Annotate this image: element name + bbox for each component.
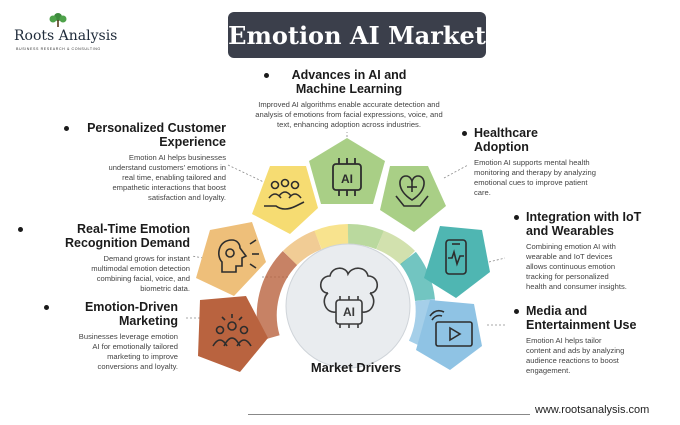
body-line: analysis of emotions from facial express… [255, 110, 443, 119]
pentagon-personalized [252, 166, 318, 234]
video-play-icon [429, 309, 473, 347]
title-line-2: Recognition Demand [64, 236, 190, 250]
brand-name: Roots Analysis [14, 28, 118, 44]
title-line-1: Advances in AI and [291, 68, 407, 82]
phone-heartbeat-icon [445, 239, 467, 275]
driver-body: Combining emotion AI with wearable and I… [514, 242, 674, 292]
ai-chip-text: AI [341, 172, 353, 186]
body-line: Improved AI algorithms enable accurate d… [258, 100, 440, 109]
body-line: satisfaction and loyalty. [148, 193, 226, 202]
driver-body: Emotion AI supports mental health monito… [462, 158, 642, 198]
title-line-2: and Wearables [526, 224, 615, 238]
body-line: AI for emotionally tailored [92, 342, 178, 351]
audience-group-icon [212, 314, 252, 347]
pentagon-media [416, 300, 482, 370]
title-line-1: Emotion-Driven [84, 300, 178, 314]
body-line: audience reactions to boost [526, 356, 619, 365]
center-label: Market Drivers [310, 360, 402, 375]
bullet-dot [64, 126, 69, 131]
bullet-dot [514, 309, 519, 314]
body-line: marketing to improve [107, 352, 178, 361]
body-line: allows continuous emotion [526, 262, 616, 271]
body-line: text, enhancing adoption across industri… [277, 120, 421, 129]
driver-personalized: Personalized Customer Experience Emotion… [50, 121, 226, 203]
bullet-dot [264, 73, 269, 78]
title-line-1: Real-Time Emotion [77, 222, 190, 236]
brand-tagline: BUSINESS RESEARCH & CONSULTING [16, 47, 101, 51]
brain-ai-icon [319, 267, 379, 328]
title-line-2: Machine Learning [295, 82, 403, 96]
body-line: health and consumer insights. [526, 282, 627, 291]
body-line: content and ads by analyzing [526, 346, 625, 355]
body-line: empathetic interactions that boost [112, 183, 226, 192]
body-line: monitoring and therapy by analyzing [474, 168, 596, 177]
center-ai-text: AI [343, 305, 355, 319]
pentagon-marketing [198, 296, 268, 372]
pentagon-iot [424, 226, 490, 298]
title-line-2: Adoption [474, 140, 529, 154]
title-line-2: Marketing [118, 314, 178, 328]
driver-title: Personalized Customer Experience [50, 121, 226, 149]
driver-title: Real-Time Emotion Recognition Demand [14, 222, 190, 250]
bullet-dot [18, 227, 23, 232]
bullet-dot [44, 305, 49, 310]
customer-care-hands-icon [264, 178, 305, 210]
driver-title: Emotion-Driven Marketing [30, 300, 178, 328]
bullet-dot [514, 215, 519, 220]
body-line: multimodal emotion detection [91, 264, 190, 273]
body-line: engagement. [526, 366, 571, 375]
driver-iot: Integration with IoT and Wearables Combi… [514, 210, 674, 292]
body-line: conversions and loyalty. [97, 362, 178, 371]
bullet-dot [462, 131, 467, 136]
driver-realtime: Real-Time Emotion Recognition Demand Dem… [14, 222, 190, 294]
heart-hands-icon [395, 175, 429, 207]
driver-body: Demand grows for instant multimodal emot… [14, 254, 190, 294]
body-line: Demand grows for instant [103, 254, 190, 263]
driver-healthcare: Healthcare Adoption Emotion AI supports … [462, 126, 642, 198]
body-line: understand customers' emotions in [108, 163, 226, 172]
body-line: Businesses leverage emotion [78, 332, 178, 341]
driver-marketing: Emotion-Driven Marketing Businesses leve… [30, 300, 178, 372]
ai-chip-icon [332, 158, 362, 196]
footer-divider [248, 414, 530, 415]
body-line: wearable and IoT devices [526, 252, 613, 261]
pentagon-healthcare [380, 166, 446, 232]
pentagon-ai: AI [309, 138, 385, 204]
body-line: real time, enabling tailored and [122, 173, 226, 182]
title-banner: Emotion AI Market [228, 12, 486, 58]
body-line: tracking for personalized [526, 272, 609, 281]
body-line: emotional cues to improve patient [474, 178, 588, 187]
title-line-1: Healthcare [474, 126, 538, 140]
title-line-1: Integration with IoT [526, 210, 642, 224]
title-line-1: Media and [526, 304, 588, 318]
body-line: Emotion AI helps tailor [526, 336, 602, 345]
driver-title: Advances in AI and Machine Learning [230, 68, 468, 96]
title-line-2: Experience [159, 135, 226, 149]
driver-body: Businesses leverage emotion AI for emoti… [30, 332, 178, 372]
driver-title: Healthcare Adoption [462, 126, 642, 154]
footer-url[interactable]: www.rootsanalysis.com [535, 404, 650, 416]
title-line-1: Personalized Customer [87, 121, 226, 135]
body-line: Combining emotion AI with [526, 242, 616, 251]
head-gears-icon [218, 239, 259, 273]
body-line: biometric data. [140, 284, 190, 293]
driver-body: Improved AI algorithms enable accurate d… [230, 100, 468, 130]
driver-title: Media and Entertainment Use [514, 304, 674, 332]
driver-title: Integration with IoT and Wearables [514, 210, 674, 238]
body-line: combining facial, voice, and [96, 274, 190, 283]
title-line-2: Entertainment Use [526, 318, 637, 332]
driver-body: Emotion AI helps businesses understand c… [50, 153, 226, 203]
tree-icon [49, 13, 67, 27]
body-line: care. [474, 188, 491, 197]
page-title: Emotion AI Market [228, 20, 486, 50]
driver-body: Emotion AI helps tailor content and ads … [514, 336, 674, 376]
body-line: Emotion AI supports mental health [474, 158, 590, 167]
driver-media: Media and Entertainment Use Emotion AI h… [514, 304, 674, 376]
body-line: Emotion AI helps businesses [128, 153, 226, 162]
driver-ai-ml: Advances in AI and Machine Learning Impr… [230, 68, 468, 130]
pentagon-realtime [196, 222, 266, 296]
